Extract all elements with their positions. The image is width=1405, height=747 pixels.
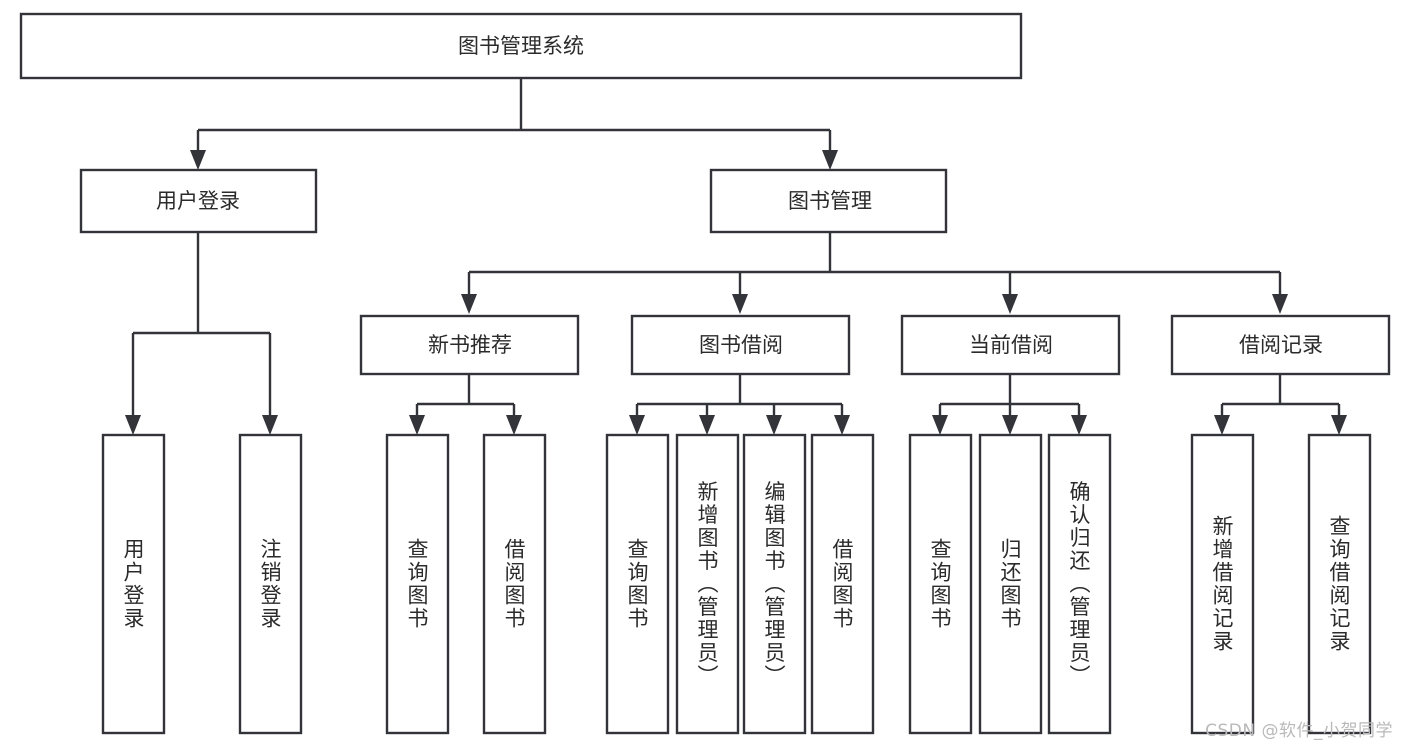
node-leaf-edit-book[interactable]: 编辑图书（管理员） [742, 433, 807, 735]
arrow-head-leaf-query-book-1 [409, 415, 425, 435]
arrow-head-leaf-edit-book [766, 415, 782, 435]
connector-root-to-level2 [190, 78, 838, 170]
arrow-head-leaf-logout [262, 415, 278, 435]
arrow-head-leaf-query-record [1331, 415, 1347, 435]
node-leaf-logout-label: 注销登录 [258, 538, 282, 630]
node-leaf-query-book-3-box[interactable] [908, 433, 973, 735]
node-user-login[interactable]: 用户登录 [79, 168, 318, 234]
connector-new-book-recommend-to-leaves [409, 374, 522, 435]
arrow-head-leaf-add-record [1214, 415, 1230, 435]
node-leaf-borrow-book-2[interactable]: 借阅图书 [810, 433, 875, 735]
node-leaf-query-book-2-label: 查询图书 [625, 538, 649, 630]
node-leaf-logout[interactable]: 注销登录 [238, 433, 303, 735]
arrow-head-leaf-add-book [699, 415, 715, 435]
node-book-manage[interactable]: 图书管理 [709, 168, 948, 234]
node-leaf-add-book-box[interactable] [675, 433, 740, 735]
node-borrow-record-label: 借阅记录 [1239, 333, 1323, 357]
node-leaf-query-book-2-box[interactable] [605, 433, 670, 735]
node-leaf-borrow-book-2-label: 借阅图书 [830, 538, 854, 630]
node-leaf-add-book[interactable]: 新增图书（管理员） [675, 433, 740, 735]
connector-borrow-record-to-leaves [1214, 374, 1347, 435]
arrow-head-new-book-recommend [461, 294, 477, 314]
connector-user-login-to-leaves [125, 232, 278, 435]
node-book-borrow-box[interactable] [630, 314, 851, 376]
node-leaf-query-record-label: 查询借阅记录 [1327, 515, 1351, 653]
node-leaf-query-book-1[interactable]: 查询图书 [385, 433, 450, 735]
node-leaf-user-login[interactable]: 用户登录 [101, 433, 166, 735]
node-leaf-logout-box[interactable] [238, 433, 303, 735]
node-book-borrow[interactable]: 图书借阅 [630, 314, 851, 376]
node-leaf-confirm-return-label: 确认归还（管理员） [1067, 481, 1091, 688]
node-leaf-edit-book-box[interactable] [742, 433, 807, 735]
node-leaf-edit-book-label: 编辑图书（管理员） [762, 481, 786, 688]
node-new-book-recommend-box[interactable] [359, 314, 580, 376]
arrow-head-leaf-borrow-book-1 [506, 415, 522, 435]
arrow-head-leaf-user-login [125, 415, 141, 435]
arrow-head-leaf-query-book-3 [932, 415, 948, 435]
node-leaf-borrow-book-1-box[interactable] [482, 433, 547, 735]
node-user-login-box[interactable] [79, 168, 318, 234]
arrow-head-user-login [190, 150, 206, 170]
node-current-borrow-label: 当前借阅 [969, 333, 1053, 357]
node-leaf-borrow-book-2-box[interactable] [810, 433, 875, 735]
node-leaf-confirm-return[interactable]: 确认归还（管理员） [1047, 433, 1112, 735]
arrow-head-leaf-query-book-2 [629, 415, 645, 435]
node-root-box[interactable] [19, 12, 1023, 80]
node-borrow-record-box[interactable] [1170, 314, 1391, 376]
connector-book-borrow-to-leaves [629, 374, 850, 435]
node-leaf-return-book-box[interactable] [978, 433, 1043, 735]
node-book-manage-label: 图书管理 [788, 189, 872, 213]
arrow-head-leaf-confirm-return [1071, 415, 1087, 435]
arrow-head-current-borrow [1002, 294, 1018, 314]
node-leaf-return-book-label: 归还图书 [998, 538, 1022, 630]
node-book-borrow-label: 图书借阅 [699, 333, 783, 357]
node-user-login-label: 用户登录 [156, 189, 240, 213]
node-borrow-record[interactable]: 借阅记录 [1170, 314, 1391, 376]
node-leaf-confirm-return-box[interactable] [1047, 433, 1112, 735]
arrow-head-leaf-borrow-book-2 [834, 415, 850, 435]
node-root-label: 图书管理系统 [458, 34, 584, 58]
node-leaf-add-record-box[interactable] [1190, 433, 1255, 735]
node-leaf-add-book-label: 新增图书（管理员） [695, 481, 719, 688]
node-current-borrow-box[interactable] [900, 314, 1121, 376]
node-leaf-query-record[interactable]: 查询借阅记录 [1307, 433, 1372, 735]
node-new-book-recommend[interactable]: 新书推荐 [359, 314, 580, 376]
arrow-head-leaf-return-book [1002, 415, 1018, 435]
node-leaf-add-record-label: 新增借阅记录 [1210, 515, 1234, 653]
node-leaf-query-book-3-label: 查询图书 [928, 538, 952, 630]
node-leaf-query-book-1-label: 查询图书 [405, 538, 429, 630]
connector-current-borrow-to-leaves [932, 374, 1087, 435]
node-leaf-query-book-1-box[interactable] [385, 433, 450, 735]
arrow-head-book-borrow [732, 294, 748, 314]
node-leaf-user-login-box[interactable] [101, 433, 166, 735]
node-root[interactable]: 图书管理系统 [19, 12, 1023, 80]
node-leaf-user-login-label: 用户登录 [121, 538, 145, 630]
node-current-borrow[interactable]: 当前借阅 [900, 314, 1121, 376]
arrow-head-book-manage [822, 150, 838, 170]
node-book-manage-box[interactable] [709, 168, 948, 234]
connector-book-manage-to-level3 [461, 232, 1288, 314]
node-leaf-query-book-2[interactable]: 查询图书 [605, 433, 670, 735]
node-leaf-add-record[interactable]: 新增借阅记录 [1190, 433, 1255, 735]
node-leaf-query-record-box[interactable] [1307, 433, 1372, 735]
arrow-head-borrow-record [1272, 294, 1288, 314]
node-leaf-borrow-book-1[interactable]: 借阅图书 [482, 433, 547, 735]
node-leaf-query-book-3[interactable]: 查询图书 [908, 433, 973, 735]
node-leaf-borrow-book-1-label: 借阅图书 [502, 538, 526, 630]
node-new-book-recommend-label: 新书推荐 [428, 333, 512, 357]
node-leaf-return-book[interactable]: 归还图书 [978, 433, 1043, 735]
